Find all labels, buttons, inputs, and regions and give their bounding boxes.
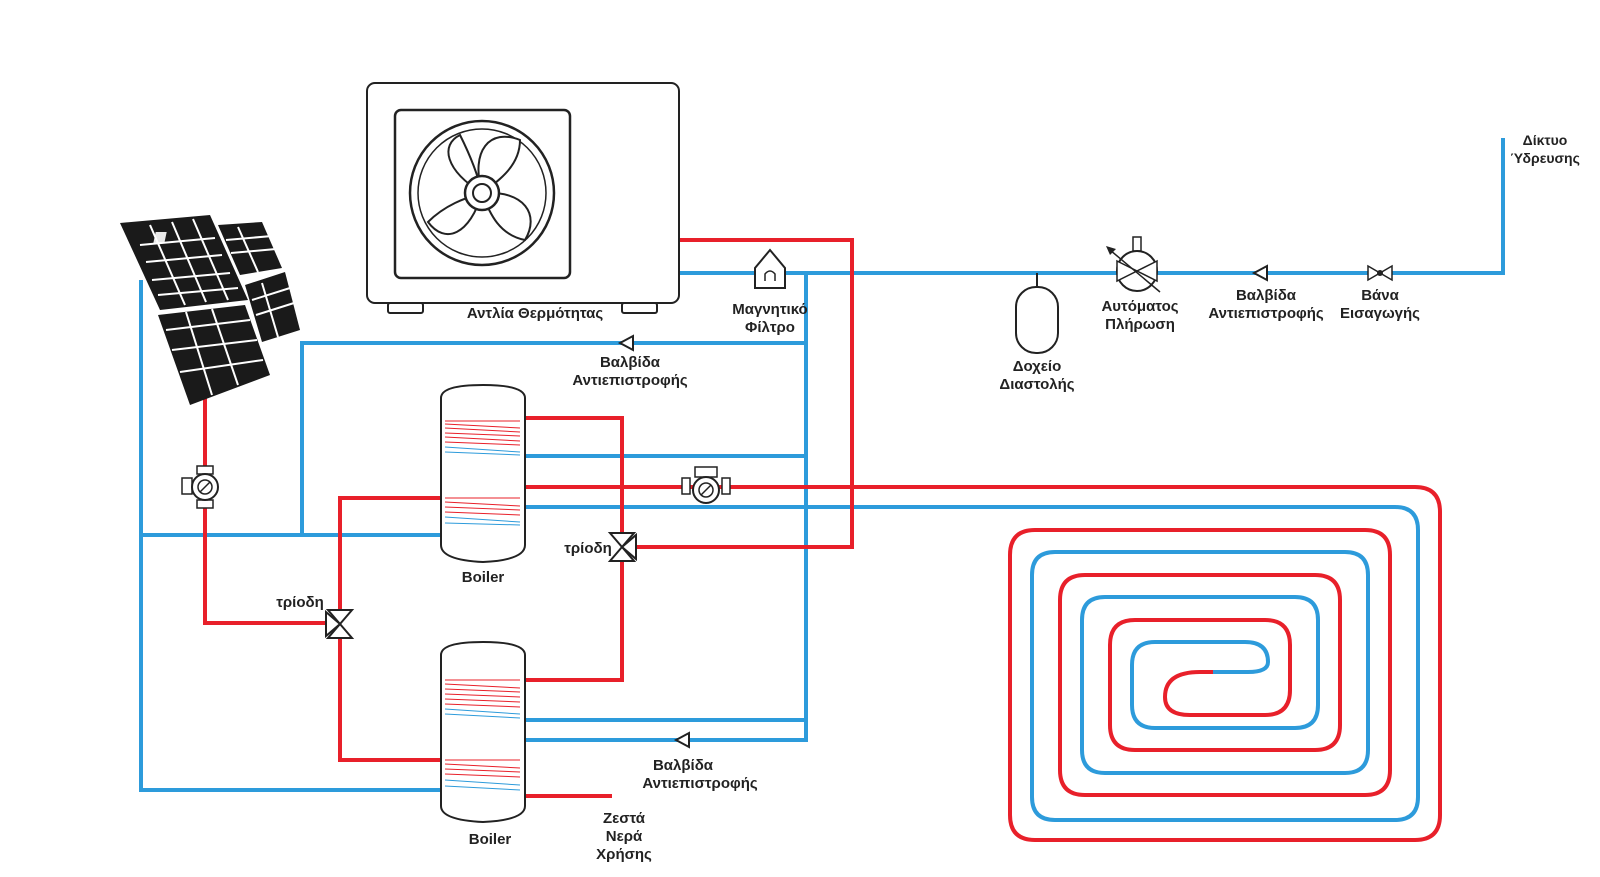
expansion-tank-label-1: Δοχείο bbox=[1013, 358, 1062, 375]
magnetic-filter-icon bbox=[754, 248, 786, 289]
cold-pipes bbox=[139, 138, 1505, 792]
underfloor-heating-icon bbox=[948, 485, 1442, 842]
circulator-pump-icon bbox=[181, 465, 219, 509]
dhw-label-3: Χρήσης bbox=[596, 846, 652, 863]
check-valve-top-label-2: Αντιεπιστροφής bbox=[572, 372, 688, 389]
check-valve-bottom-label-2: Αντιεπιστροφής bbox=[642, 775, 758, 792]
inlet-valve-label-2: Εισαγωγής bbox=[1340, 305, 1420, 322]
check-valve-right-label-2: Αντιεπιστροφής bbox=[1208, 305, 1324, 322]
magnetic-filter-label-2: Φίλτρο bbox=[745, 319, 795, 336]
auto-fill-valve-icon bbox=[1106, 236, 1161, 293]
check-valve-icon bbox=[673, 731, 690, 749]
hot-pipes bbox=[203, 238, 952, 798]
boiler-bottom bbox=[440, 640, 526, 824]
three-way-left-label: τρίοδη bbox=[276, 594, 324, 611]
check-valve-right-label-1: Βαλβίδα bbox=[1236, 287, 1297, 304]
expansion-tank-label-2: Διαστολής bbox=[999, 376, 1074, 393]
check-valve-top-label-1: Βαλβίδα bbox=[600, 354, 661, 371]
dhw-label-1: Ζεστά bbox=[603, 810, 646, 827]
three-way-valve-icon bbox=[325, 609, 355, 639]
check-valve-icon bbox=[617, 334, 634, 352]
three-way-right-label: τρίοδη bbox=[564, 540, 612, 557]
circulator-pump-icon bbox=[681, 466, 731, 504]
solar-panel-icon bbox=[86, 215, 300, 405]
water-network-label-1: Δίκτυο bbox=[1523, 132, 1568, 148]
auto-fill-label-1: Αυτόματος bbox=[1101, 298, 1178, 315]
three-way-valve-icon bbox=[607, 532, 637, 562]
fan-icon bbox=[408, 119, 556, 267]
boiler-top-label: Boiler bbox=[462, 569, 505, 586]
inlet-valve-label-1: Βάνα bbox=[1361, 287, 1399, 304]
check-valve-bottom-label-1: Βαλβίδα bbox=[653, 757, 714, 774]
gate-valve-icon bbox=[1367, 264, 1393, 282]
boiler-top bbox=[440, 383, 526, 564]
water-network-label-2: Ύδρευσης bbox=[1510, 150, 1580, 166]
heat-pump-unit: Αντλία Θερμότητας bbox=[366, 82, 680, 322]
expansion-tank-icon bbox=[1015, 273, 1059, 354]
boiler-bottom-label: Boiler bbox=[469, 831, 512, 848]
auto-fill-label-2: Πλήρωση bbox=[1105, 316, 1175, 333]
heat-pump-label: Αντλία Θερμότητας bbox=[467, 305, 604, 322]
dhw-label-2: Νερά bbox=[606, 828, 643, 845]
magnetic-filter-label-1: Μαγνητικό bbox=[732, 301, 807, 318]
check-valve-icon bbox=[1251, 264, 1268, 282]
